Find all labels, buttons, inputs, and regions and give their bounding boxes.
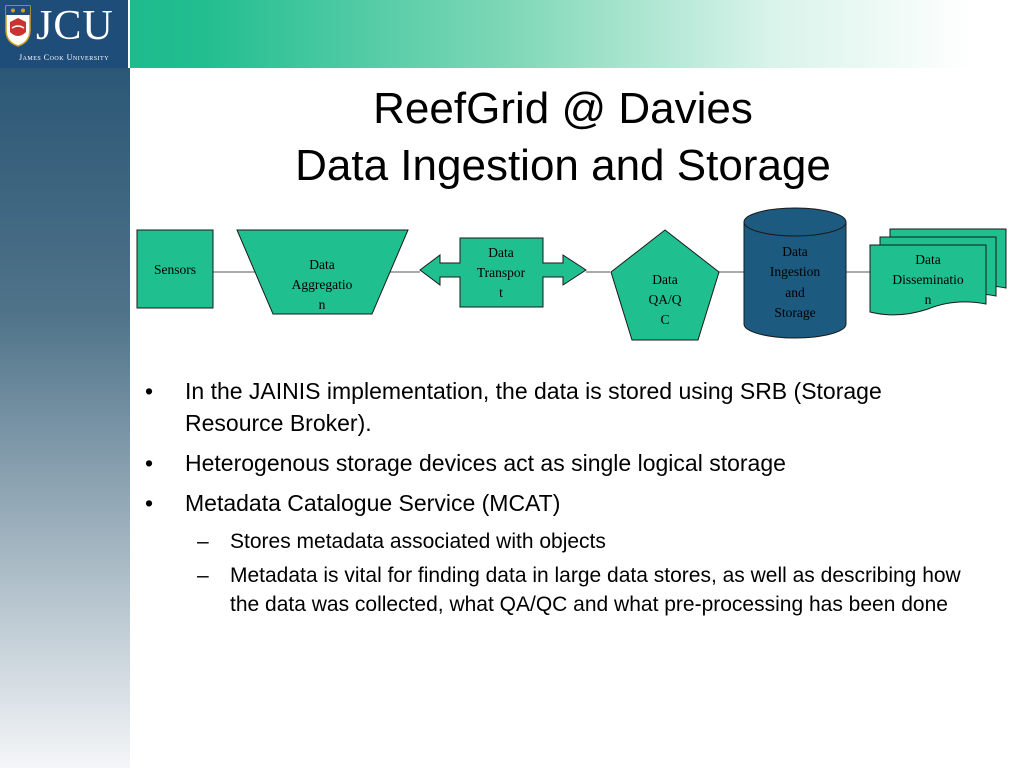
university-crest-icon — [5, 5, 31, 47]
bullet-item: • Heterogenous storage devices act as si… — [145, 447, 965, 479]
aggregation-node: Data Aggregatio n — [236, 229, 409, 315]
node-label: Data — [782, 244, 807, 259]
university-name: James Cook University — [18, 53, 110, 62]
node-label: n — [925, 292, 932, 307]
node-label: and — [785, 285, 805, 300]
bullet-text: In the JAINIS implementation, the data i… — [185, 378, 882, 436]
bullet-marker: • — [145, 490, 154, 516]
slide-title: ReefGrid @ Davies Data Ingestion and Sto… — [140, 80, 986, 194]
node-label: Data — [309, 257, 334, 272]
node-label: C — [660, 312, 669, 327]
node-label: Storage — [774, 305, 815, 320]
sidebar-gradient-band — [0, 68, 130, 768]
title-line-1: ReefGrid @ Davies — [373, 84, 753, 133]
bullet-marker: – — [197, 564, 209, 587]
transport-node: Data Transpor t — [419, 237, 587, 308]
data-flow-diagram: Sensors Data Aggregatio n Data Transpor … — [136, 207, 1007, 341]
bullet-text: Metadata is vital for finding data in la… — [230, 564, 961, 616]
sensors-node: Sensors — [136, 229, 214, 309]
title-line-2: Data Ingestion and Storage — [295, 141, 831, 190]
node-label: Transpor — [477, 265, 526, 280]
bullet-text: Metadata Catalogue Service (MCAT) — [185, 490, 561, 516]
bullet-marker: • — [145, 378, 154, 404]
jcu-logo: JCU James Cook University — [0, 0, 130, 68]
node-label: Data — [488, 245, 513, 260]
node-label: Ingestion — [770, 264, 820, 279]
node-label: Sensors — [154, 262, 196, 277]
bullet-text: Stores metadata associated with objects — [230, 530, 606, 553]
bullet-marker: – — [197, 530, 209, 553]
dissemination-node: Data Disseminatio n — [869, 228, 1007, 316]
bullet-list: • In the JAINIS implementation, the data… — [145, 375, 965, 624]
node-label: t — [499, 285, 503, 300]
node-label: QA/Q — [649, 292, 682, 307]
node-label: Data — [652, 272, 677, 287]
header-gradient-band — [0, 0, 1024, 68]
bullet-item: • Metadata Catalogue Service (MCAT) — [145, 487, 965, 519]
node-label: Aggregatio — [292, 277, 353, 292]
bullet-text: Heterogenous storage devices act as sing… — [185, 450, 786, 476]
bullet-item: • In the JAINIS implementation, the data… — [145, 375, 965, 439]
qaqc-node: Data QA/Q C — [610, 229, 720, 341]
bullet-marker: • — [145, 450, 154, 476]
logo-letters: JCU — [36, 3, 114, 49]
node-label: n — [319, 297, 326, 312]
sub-bullet-item: – Metadata is vital for finding data in … — [145, 561, 965, 619]
node-label: Data — [915, 252, 940, 267]
node-label: Disseminatio — [892, 272, 963, 287]
storage-node: Data Ingestion and Storage — [743, 207, 847, 339]
sub-bullet-item: – Stores metadata associated with object… — [145, 527, 965, 556]
